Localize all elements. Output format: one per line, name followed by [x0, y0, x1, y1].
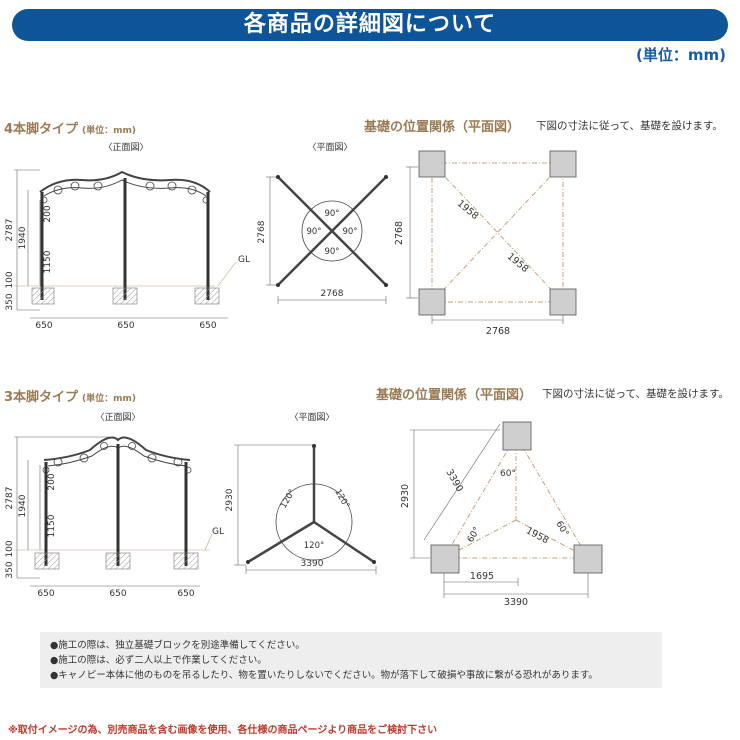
four-angle-bottom: 90° [324, 247, 339, 257]
three-plan-side: 2930 [225, 488, 235, 511]
four-found-side: 2768 [394, 221, 405, 245]
unit-label: (単位：mm) [636, 46, 726, 64]
four-plan-side: 2768 [257, 220, 267, 243]
three-w3: 650 [177, 589, 194, 599]
four-h-arch: 200 [43, 205, 53, 222]
three-h-low: 1150 [47, 514, 57, 537]
four-found-bottom: 2768 [486, 326, 510, 337]
four-leg-title: 4本脚タイプ(単位：mm) [4, 118, 136, 137]
four-h-total: 2787 [5, 219, 15, 242]
three-found-angle-left: 60° [466, 526, 483, 545]
three-w1: 650 [37, 589, 54, 599]
warning-text: ※取付イメージの為、別売商品を含む画像を使用、各仕様の商品ページより商品をご検討… [8, 725, 438, 736]
three-found-angle-right: 60° [553, 520, 570, 539]
three-angle-bottom: 120° [304, 541, 324, 551]
four-angle-right: 90° [342, 227, 357, 237]
four-plan-label: 〈平面図〉 [307, 142, 352, 153]
three-h-arch: 200 [47, 473, 57, 490]
four-found-title: 基礎の位置関係（平面図） [364, 120, 521, 135]
three-angle-right: 120° [332, 488, 351, 511]
three-foundation: 3390 2930 60° 60° 60° 1958 1695 3390 [400, 421, 603, 608]
four-found-note: 下図の寸法に従って、基礎を設けます。 [536, 120, 723, 132]
four-plan-bottom: 2768 [321, 289, 344, 299]
four-w2: 650 [117, 321, 134, 331]
three-found-note: 下図の寸法に従って、基礎を設けます。 [542, 388, 729, 400]
four-w1: 650 [35, 321, 52, 331]
note-item: ●施工の際は、独立基礎ブロックを別途準備してください。 [50, 640, 305, 651]
four-leg-unit: (単位：mm) [82, 126, 137, 136]
four-w3: 650 [199, 321, 216, 331]
three-plan-view: 〈平面図〉 120° 120° 120° 2930 3390 [225, 412, 377, 574]
four-angle-top: 90° [324, 209, 339, 219]
three-leg-title: 3本脚タイプ(単位：mm) [4, 386, 136, 405]
three-leg-unit: (単位：mm) [82, 394, 137, 404]
three-h-side: 1940 [18, 494, 28, 517]
four-front-view: 〈正面図〉 GL [5, 142, 250, 331]
three-h-total: 2787 [5, 487, 15, 510]
four-found-diag1: 1958 [455, 198, 481, 222]
note-item: ●施工の際は、必ず二人以上で作業してください。 [50, 655, 267, 666]
three-leg-title-text: 3本脚タイプ [4, 390, 79, 405]
four-h-base2: 350 [5, 293, 15, 310]
three-angle-left: 120° [279, 488, 298, 511]
three-front-label: 〈正面図〉 [95, 412, 140, 423]
four-found-diag2: 1958 [505, 251, 531, 275]
four-gl-label: GL [238, 255, 250, 265]
three-found-slant: 3390 [443, 468, 465, 494]
page-banner: 各商品の詳細図について [12, 9, 728, 41]
three-w2: 650 [109, 589, 126, 599]
three-plan-bottom: 3390 [301, 559, 324, 569]
three-found-side: 2930 [400, 484, 411, 508]
three-plan-label: 〈平面図〉 [289, 412, 334, 423]
three-found-bottom: 3390 [504, 597, 528, 608]
four-foundation: 1958 1958 2768 2768 [394, 150, 577, 337]
notes-box: ●施工の際は、独立基礎ブロックを別途準備してください。 ●施工の際は、必ず二人以… [40, 632, 662, 688]
four-front-label: 〈正面図〉 [103, 142, 148, 153]
three-found-title: 基礎の位置関係（平面図） [376, 388, 533, 403]
three-front-view: 〈正面図〉 GL 2787 1940 200 1150 [5, 412, 224, 599]
three-found-inner: 1958 [524, 525, 551, 546]
three-h-base1: 100 [5, 540, 15, 557]
four-h-base1: 100 [5, 271, 15, 288]
three-found-half: 1695 [470, 571, 494, 582]
three-found-angle-top: 60° [500, 469, 516, 479]
four-plan-view: 〈平面図〉 90° 90° 90° 90° 2768 2768 [257, 142, 388, 304]
three-h-base2: 350 [5, 561, 15, 578]
four-angle-left: 90° [306, 227, 321, 237]
note-item: ●キャノピー本体に他のものを吊るしたり、物を置いたりしないでください。物が落下し… [50, 670, 598, 681]
three-gl-label: GL [212, 527, 224, 537]
four-h-side: 1940 [18, 226, 28, 249]
four-h-low: 1150 [43, 250, 53, 273]
four-leg-title-text: 4本脚タイプ [4, 122, 79, 137]
